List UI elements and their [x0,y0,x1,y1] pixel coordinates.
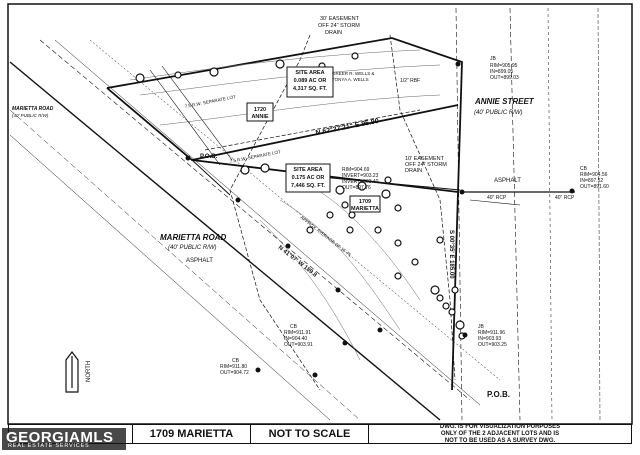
marietta-road-left-label: MARIETTA ROAD [12,106,54,112]
watermark-main: GEORGIAMLS [6,429,114,446]
site-area-2-line1: 0.175 AC OR [292,175,325,181]
jb-top-label: JB [490,56,497,62]
utility-poles [185,61,575,378]
title-block-scale: NOT TO SCALE [251,425,369,443]
disclaimer-line-1: DWG. IS FOR VISUALIZATION PURPOSES [439,423,561,430]
rcp-label-2: 40" RCP [555,195,575,201]
asphalt-label-1: ASPHALT [186,258,213,264]
separate-lot-label-1: 7.5 R.W. SEPARATE LOT [184,94,236,109]
cb-left-label: CB [290,324,298,330]
owner-note: GREER R. WELLS & [332,71,375,76]
site-area-1-line1: 0.089 AC OR [294,78,327,84]
jb-top-rim: RIM=905.95 [490,63,518,69]
hbf-label: 1/2" RBF [400,78,420,84]
annie-street-rw: (40' PUBLIC R/W) [474,110,523,116]
easement-mid-label-2: OFF 24" STORM [405,162,447,168]
easement-top-label: 30' EASEMENT [320,16,360,22]
cb-low-out: OUT=904.72 [220,370,249,376]
site-area-2-line2: 7,446 SQ. FT. [291,183,325,189]
north-arrow [65,351,79,393]
cb-left-out: OUT=903.91 [284,342,313,348]
jb-mid-out: OUT=897.76 [342,185,371,191]
cb-left-rim: RIM=911.91 [284,330,311,336]
easement-top-label-3: DRAIN [325,30,342,36]
site-area-box-1 [286,66,334,98]
driveway [149,65,233,166]
lot-1720-street: ANNIE [251,114,268,120]
annie-frontage-label: S 00°35' E 185.00 [448,230,454,279]
lot-1720-box [246,102,274,122]
cb-right-label: CB [580,166,588,172]
jb-mid-in2: INVERT=903.40 [342,179,379,185]
title-block-project: 1709 MARIETTA [133,425,251,443]
title-block: 1709 MARIETTA NOT TO SCALE DWG. IS FOR V… [8,424,632,444]
easement-top-label-2: OFF 24" STORM [318,23,360,29]
cb-left-in: IN=904.40 [284,336,307,342]
marietta-road-label: MARIETTA ROAD [160,233,226,242]
marietta-frontage-label: N 41°07' W 189.8 [277,245,318,279]
contour-lines [129,49,441,361]
marietta-road-left-rw: (40' PUBLIC R/W) [12,113,49,118]
jb-low-rim: RIM=911.96 [478,330,505,336]
site-area-box-2 [285,163,331,193]
owner-note-2: TONYA A. WELLS [332,77,369,82]
pob-bottom-label: P.O.B. [487,390,510,399]
asphalt-label-2: ASPHALT [494,178,521,184]
cb-right-out: OUT=891.60 [580,184,609,190]
easement-mid-label: 10' EASEMENT [405,156,445,162]
marietta-road-lines [9,39,501,421]
rcp-label: 40" RCP [487,195,507,201]
lot-1709-box [349,195,381,213]
cb-low-rim: RIM=911.80 [220,364,247,370]
site-area-1-title: SITE AREA [295,70,324,76]
cb-right-rim: RIM=904.56 [580,172,608,178]
jb-top-in: IN=899.05 [490,69,513,75]
jb-top-out: OUT=899.03 [490,75,519,81]
lot-boundaries [106,37,463,391]
site-area-1-line2: 4,317 SQ. FT. [293,86,327,92]
annie-street-label: ANNIE STREET [474,97,535,106]
cb-low-label: CB [232,358,240,364]
title-block-logo-cell [9,425,133,443]
jb-low-in: IN=903.93 [478,336,501,342]
disclaimer-line-2: ONLY OF THE 2 ADJACENT LOTS AND IS [440,430,560,437]
cb-right-in: IN=897.52 [580,178,603,184]
lot-1709-number: 1709 [359,199,371,205]
jb-mid-rim: RIM=904.69 [342,167,370,173]
jb-low-out: OUT=903.25 [478,342,507,348]
pob-top-label: P.O.B. [200,154,218,160]
bearing-label: N 62°27'21" E 95.90 [315,117,380,137]
disclaimer-line-3: NOT TO BE USED AS A SURVEY DWG. [444,437,556,444]
annie-street-lines [455,7,601,421]
marietta-road-rw: (40' PUBLIC R/W) [168,245,217,251]
georgiamls-watermark: GEORGIAMLS REAL ESTATE SERVICES [2,428,126,450]
easement-mid-label-3: DRAIN [405,168,422,174]
title-block-disclaimer: DWG. IS FOR VISUALIZATION PURPOSES ONLY … [369,423,631,444]
approx-garage-label: APPROX. AVERAGE OF 15' PL [299,215,353,259]
easement-lines [204,34,456,391]
site-area-2-title: SITE AREA [293,167,322,173]
north-label: NORTH [86,361,92,382]
lot-1720-number: 1720 [254,107,266,113]
jb-mid-in: INVERT=903.23 [342,173,379,179]
jb-low-label: JB [478,324,485,330]
watermark-sub: REAL ESTATE SERVICES [8,443,90,449]
lot-1709-street: MARIETTA [351,206,379,212]
